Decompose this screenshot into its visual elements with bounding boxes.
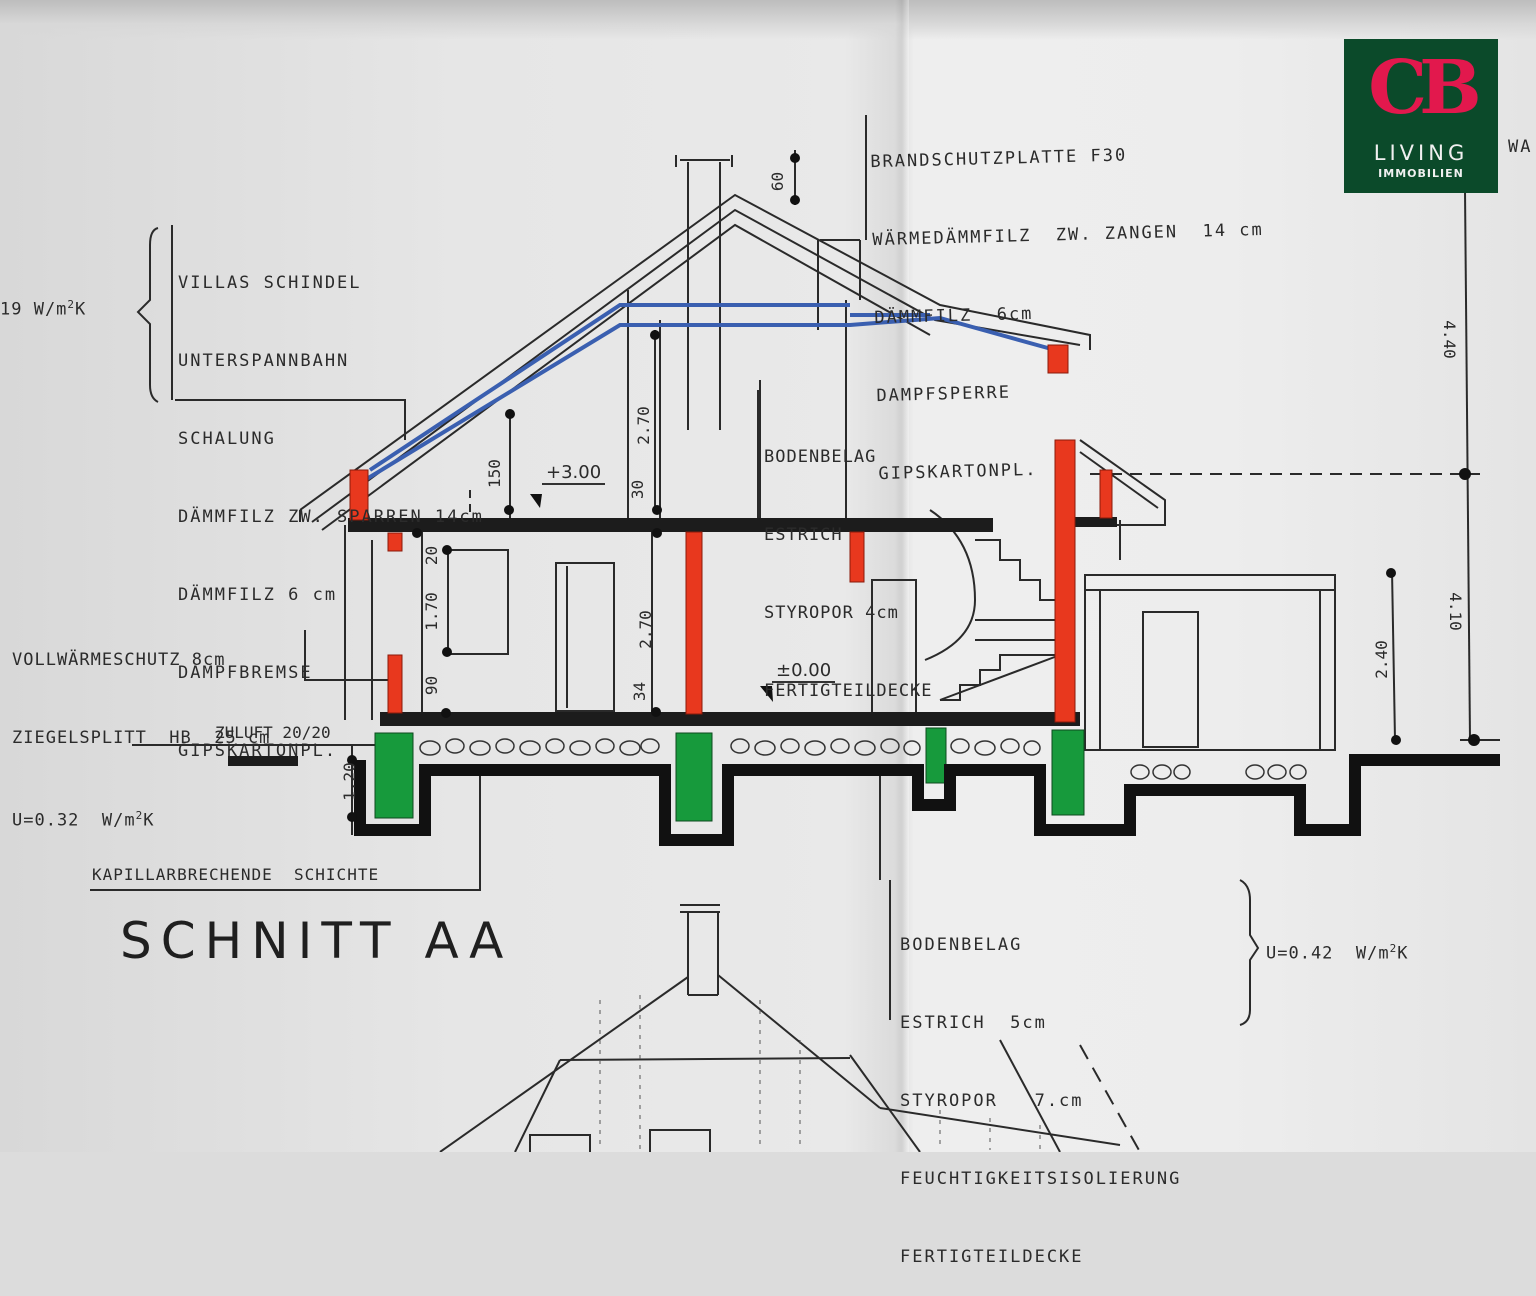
kapillar-label: KAPILLARBRECHENDE SCHICHTE [92,865,380,884]
roof-outline [299,193,1091,531]
layer-label: WÄRMEDÄMMFILZ ZW. ZANGEN 14 cm [872,219,1265,251]
dim-20: 20 [422,545,442,566]
floor-layers: BODENBELAG ESTRICH 5cm STYROPOR 7.cm FEU… [900,880,1181,1296]
dim-170: 1.70 [421,592,441,631]
dimension-dots [347,153,1480,822]
layer-label: GIPSKARTONPL. [178,741,338,761]
layer-label: DÄMMFILZ ZW. SPARREN 14cm [178,507,484,527]
masonry-walls [349,344,1113,723]
layer-label: DÄMMFILZ 6 cm [178,585,338,605]
drawing-title: SCHNITT AA [120,912,513,970]
foundation-outline [354,754,1500,846]
floor-slabs [228,517,1117,766]
zuluft-label: ZULUFT 20/20 [215,723,331,742]
logo-monogram: CB [1368,45,1481,131]
section-drawing [90,115,1500,1152]
cb-living-logo: CB LIVING IMMOBILIEN [1344,39,1498,193]
wall-layers: VOLLWÄRMESCHUTZ 8cm ZIEGELSPLITT HB 25 c… [12,595,270,855]
layer-label: UNTERSPANNBAHN [178,351,350,371]
wall-u-value: U=0.32 W/m [12,810,136,831]
dim-30: 30 [628,479,648,500]
layer-label: SCHALUNG [178,429,276,449]
edge-text: WA [1508,137,1533,157]
layer-label: DAMPFBREMSE [178,663,313,683]
dim-90: 90 [422,675,442,696]
layer-label: BRANDSCHUTZPLATTE F30 [870,145,1128,173]
braces [136,227,1260,1026]
foundations [374,727,1085,822]
dim-150: 150 [484,459,504,488]
paper-fold [895,0,909,1152]
paper-top-edge [0,0,1536,40]
logo-living: LIVING [1373,141,1469,165]
layer-label: VILLAS SCHINDEL [178,273,362,293]
layer-label: DAMPFSPERRE [876,382,1012,407]
level-ground: ±0.00 [772,660,836,683]
layer-label: STYROPOR 7.cm [900,1091,1084,1111]
layer-label: BODENBELAG [764,447,877,467]
layer-label: ZIEGELSPLITT HB 25 cm [12,728,271,748]
ceiling-layers: BODENBELAG ESTRICH STYROPOR 4cm FERTIGTE… [764,392,933,730]
dim-120: 1.20 [339,762,359,801]
layer-label: STYROPOR 4cm [764,603,899,623]
layer-label: FERTIGTEILDECKE [900,1247,1084,1267]
shingle-hatch [599,995,1041,1150]
dim-lower-270: 2.70 [635,610,655,649]
level-upper: +3.00 [542,462,606,485]
dim-upper-270: 2.70 [633,406,653,445]
dim-chimney: 60 [768,171,788,192]
layer-label: ESTRICH [764,525,843,545]
staircase [924,509,1061,701]
dim-240: 2.40 [1371,640,1391,679]
layer-label: FERTIGTEILDECKE [764,681,933,701]
dim-34: 34 [630,681,650,702]
floor-u-value: U=0.42 W/m2K [1266,942,1409,964]
logo-immobilien: IMMOBILIEN [1378,167,1464,180]
gravel-fill [419,738,1307,780]
layer-label: FEUCHTIGKEITSISOLIERUNG [900,1169,1182,1189]
dim-440: 4.40 [1439,320,1459,359]
level-triangles [530,494,773,702]
layer-label: GIPSKARTONPL. [878,459,1038,485]
layer-label: ESTRICH 5cm [900,1013,1047,1033]
roof-u-value: 19 W/m2K [0,298,87,320]
elevation-drawing [439,904,1141,1152]
dim-410: 4.10 [1445,592,1465,631]
layer-label: DÄMMFILZ 6cm [874,303,1034,329]
insulation-lines [363,303,1056,482]
roof-left-layers: VILLAS SCHINDEL UNTERSPANNBAHN SCHALUNG … [178,218,484,790]
layer-label: BODENBELAG [900,935,1023,955]
layer-label: VOLLWÄRMESCHUTZ 8cm [12,650,226,670]
chimney [675,155,733,430]
